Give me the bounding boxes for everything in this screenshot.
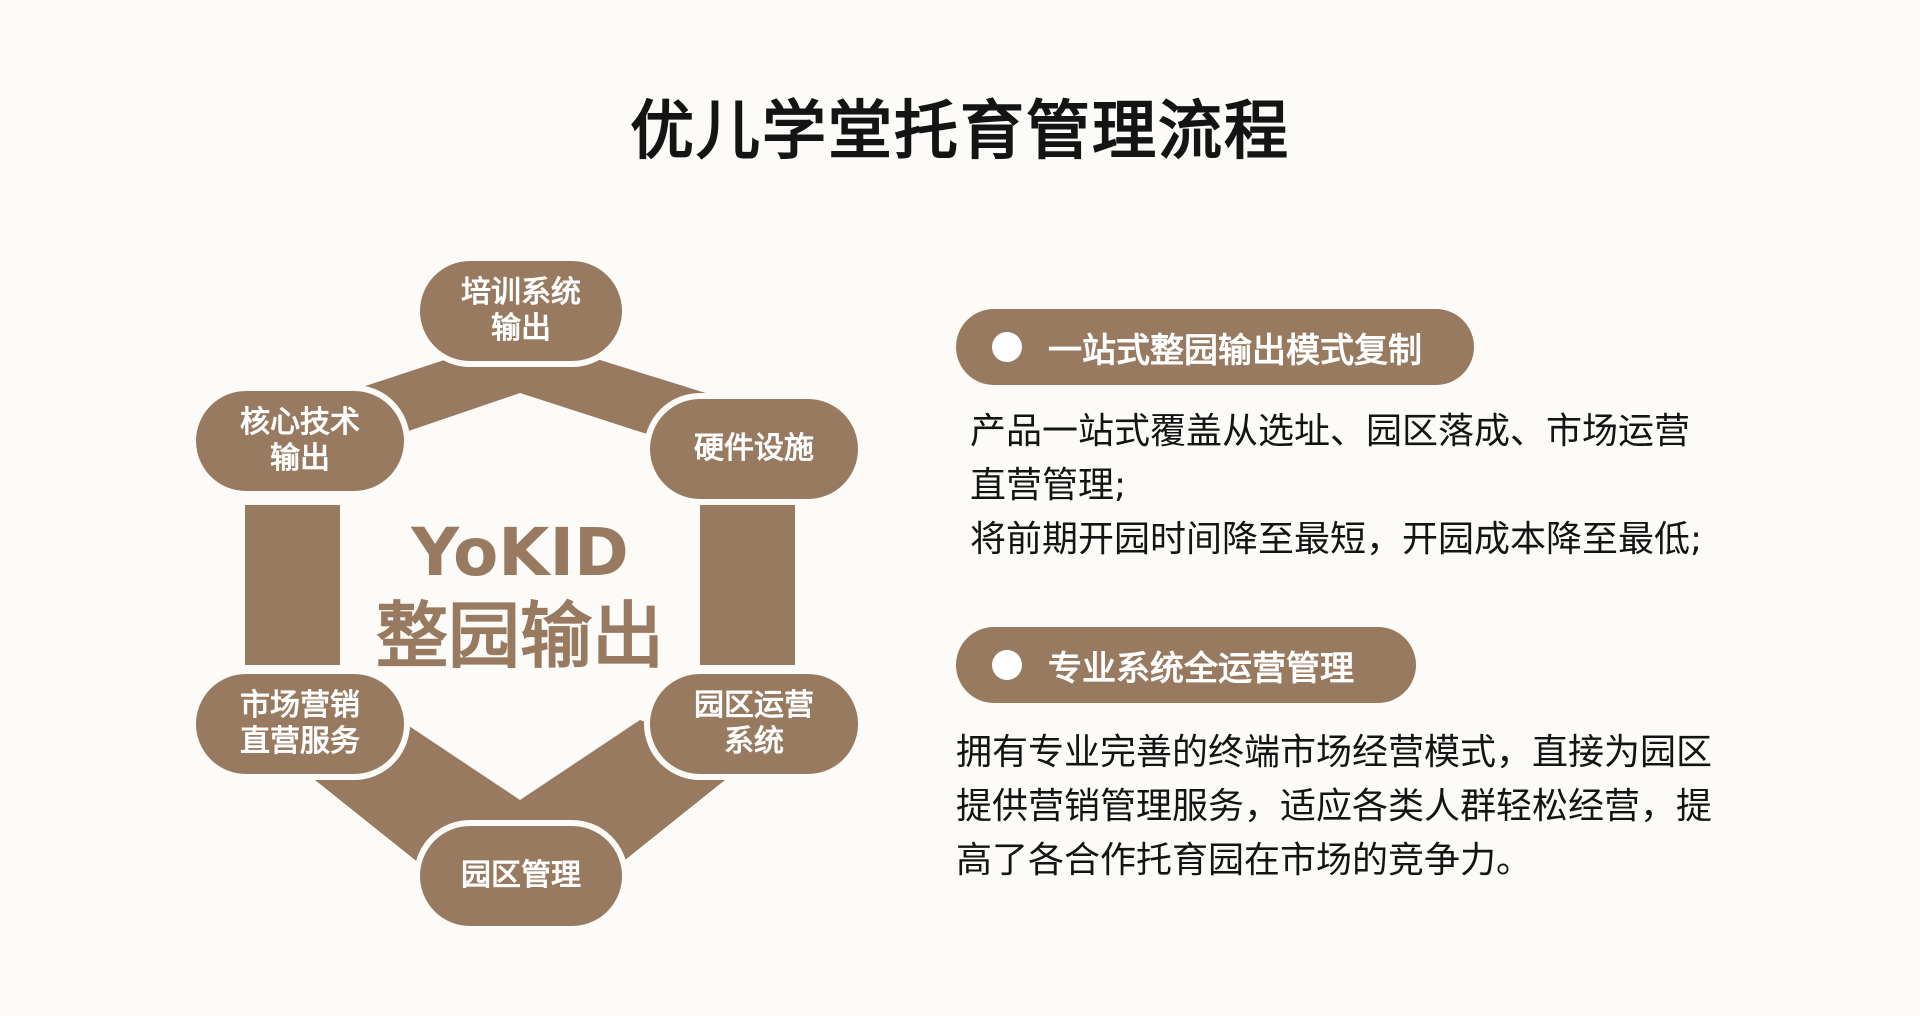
bullet-dot-icon <box>992 650 1022 680</box>
section-line: 将前期开园时间降至最短，开园成本降至最低; <box>970 519 1703 560</box>
node-training-system: 培训系统输出 <box>414 255 628 367</box>
section-line: 拥有专业完善的终端市场经营模式，直接为园区 <box>956 732 1713 773</box>
connector-left <box>245 505 340 665</box>
node-campus-operation-system: 园区运营系统 <box>644 668 864 780</box>
section-body-professional-system: 拥有专业完善的终端市场经营模式，直接为园区 提供营销管理服务，适应各类人群轻松经… <box>956 726 1712 888</box>
connector-right <box>700 505 795 665</box>
center-brand: YoKID <box>411 514 629 591</box>
diagram-center-label: YoKID 整园输出 <box>360 515 680 681</box>
section-heading-text: 一站式整园输出模式复制 <box>1048 330 1422 371</box>
section-line: 提供营销管理服务，适应各类人群轻松经营，提 <box>956 786 1713 827</box>
bullet-dot-icon <box>992 332 1022 362</box>
section-line: 直营管理; <box>970 465 1127 506</box>
node-core-technology: 核心技术输出 <box>190 385 410 497</box>
section-heading-professional-system: 专业系统全运营管理 <box>956 627 1416 703</box>
section-body-one-stop: 产品一站式覆盖从选址、园区落成、市场运营 直营管理; 将前期开园时间降至最短，开… <box>970 405 1702 567</box>
section-line: 产品一站式覆盖从选址、园区落成、市场运营 <box>970 411 1691 452</box>
section-line: 高了各合作托育园在市场的竞争力。 <box>956 840 1533 881</box>
node-hardware-facilities: 硬件设施 <box>644 393 864 505</box>
page-title: 优儿学堂托育管理流程 <box>630 95 1290 169</box>
section-heading-text: 专业系统全运营管理 <box>1048 648 1354 689</box>
center-label-text: 整园输出 <box>375 594 664 678</box>
node-campus-management: 园区管理 <box>414 820 628 932</box>
section-heading-one-stop: 一站式整园输出模式复制 <box>956 309 1474 385</box>
node-marketing-direct-service: 市场营销直营服务 <box>190 668 410 780</box>
